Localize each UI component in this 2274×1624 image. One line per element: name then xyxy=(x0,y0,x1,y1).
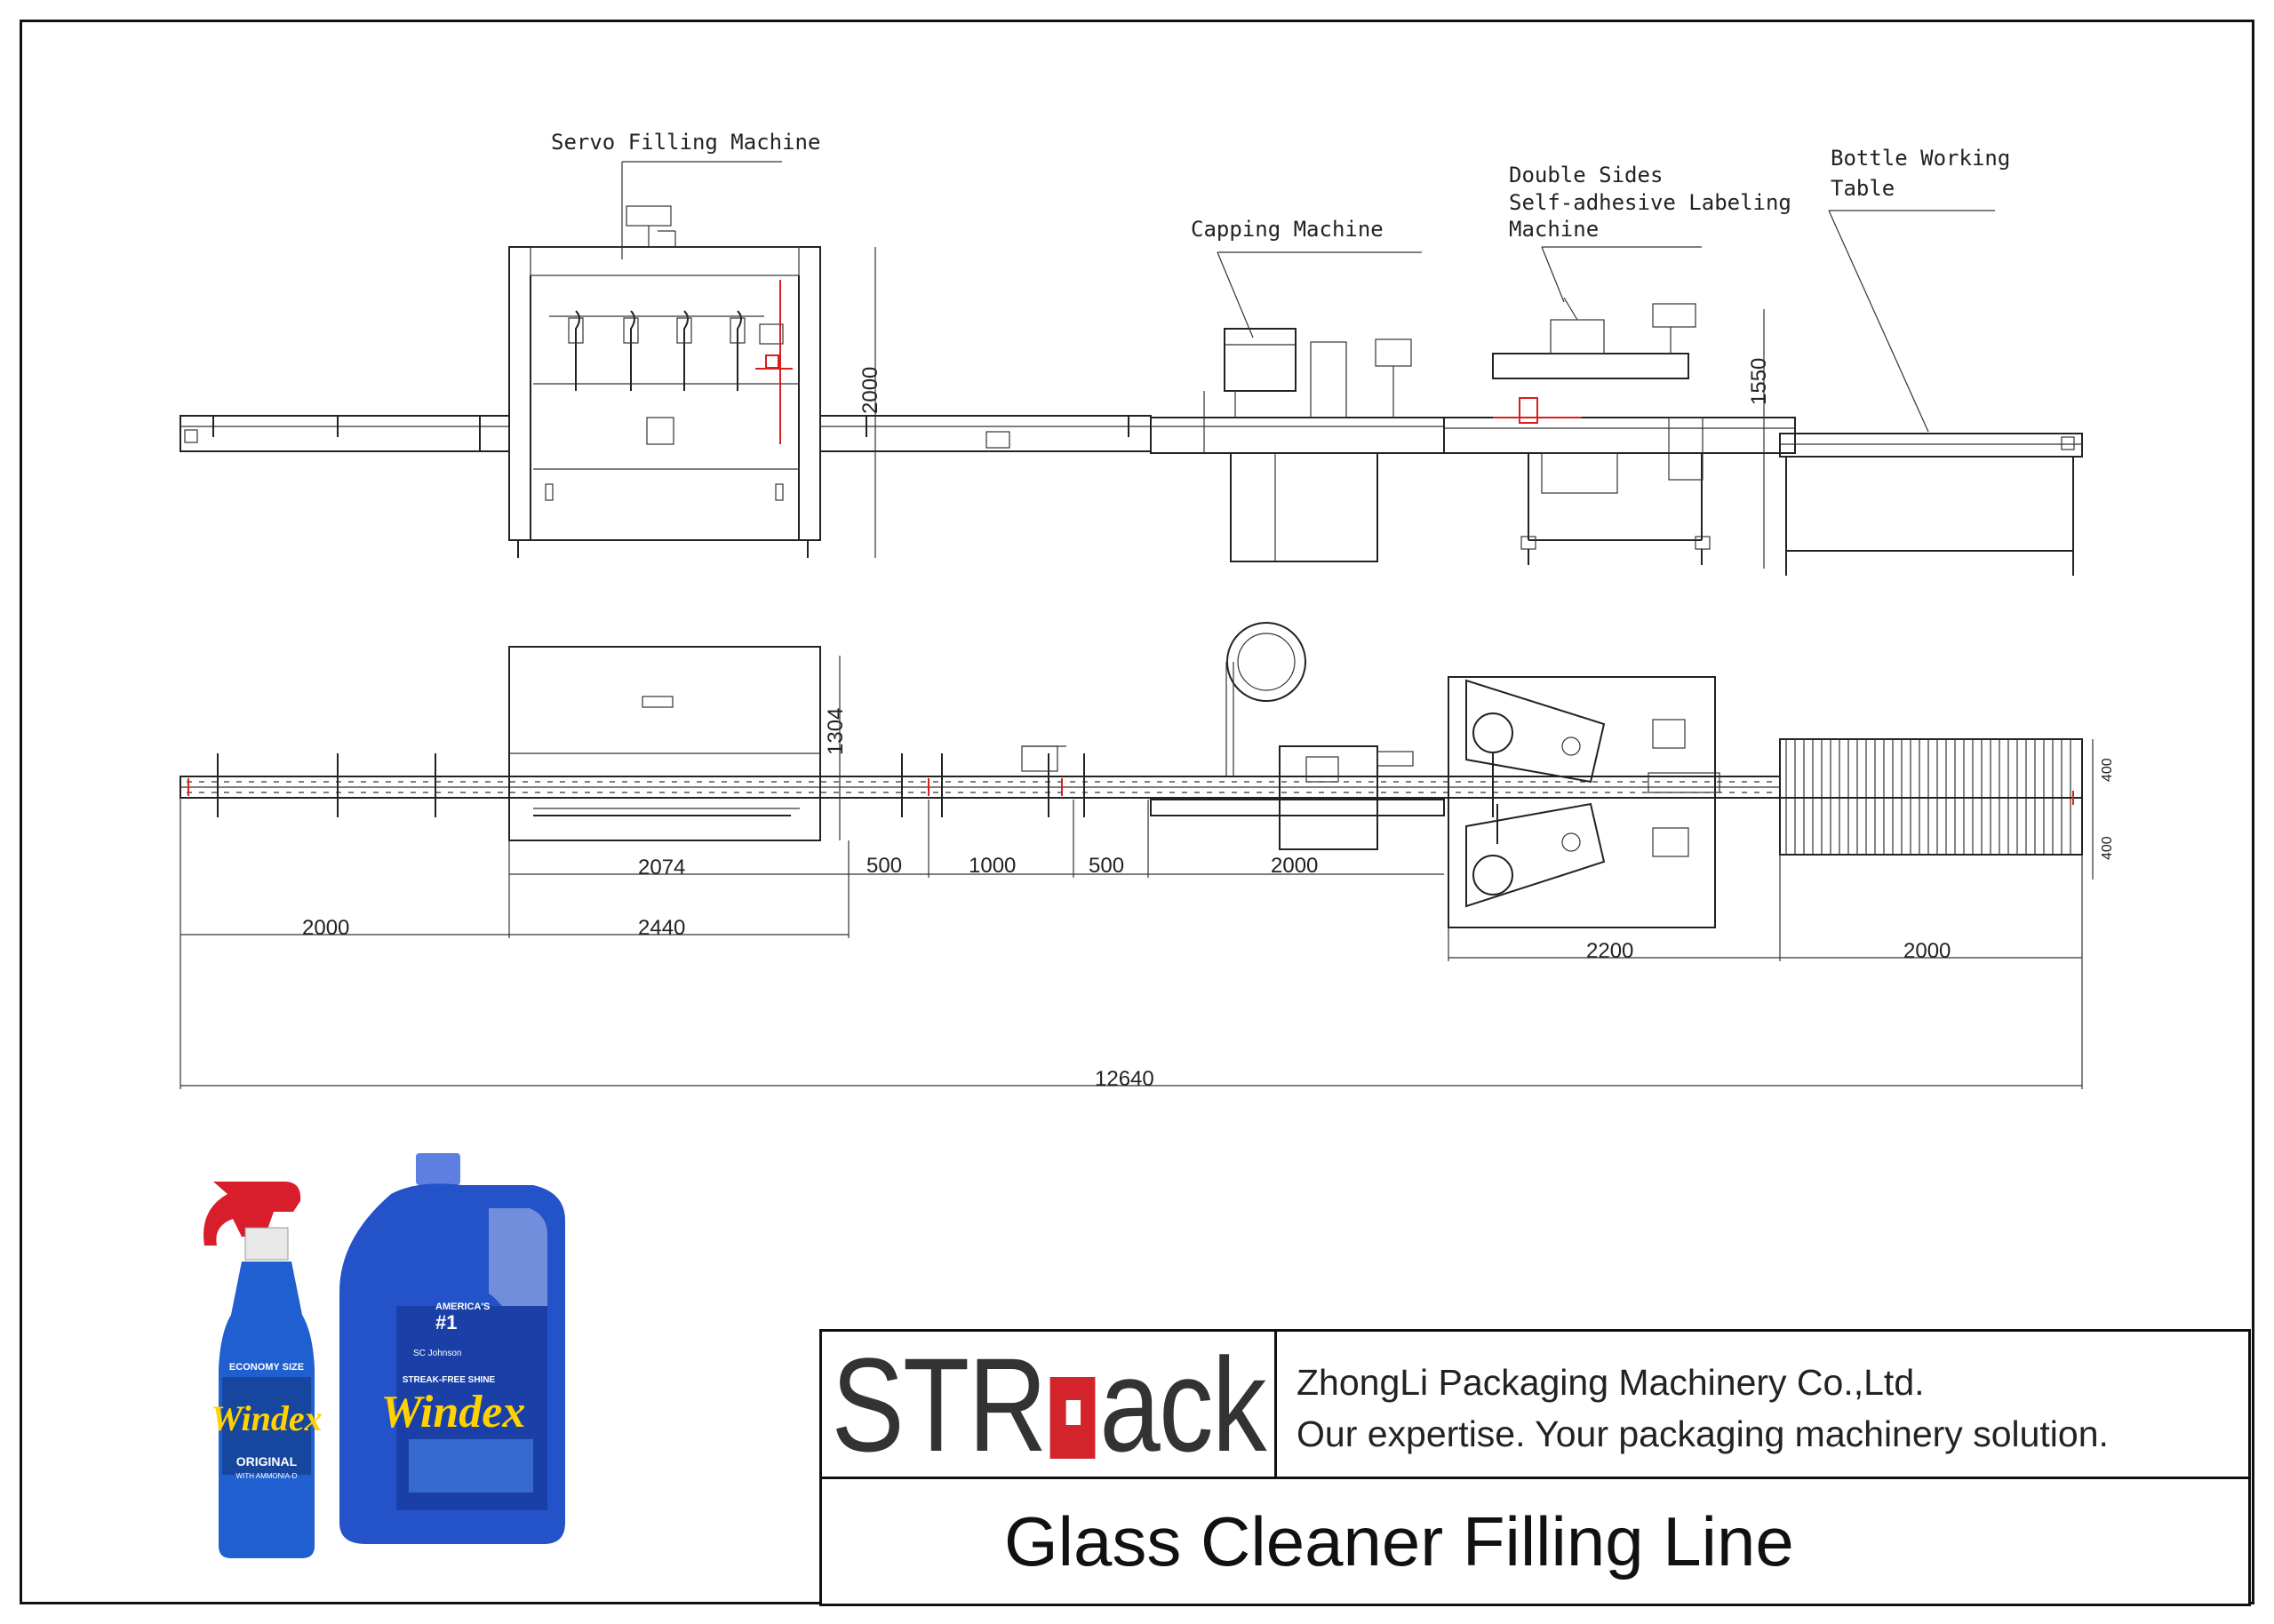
dim-table-width-b: 400 xyxy=(2100,836,2115,860)
spray-variant-sub: WITH AMMONIA-D xyxy=(236,1472,298,1480)
dim-labeler-length: 2200 xyxy=(1586,939,1633,963)
logo-p-mark xyxy=(1049,1376,1096,1459)
logo-part1: STR xyxy=(831,1329,1047,1479)
jug-tagline: STREAK-FREE SHINE xyxy=(403,1375,496,1385)
dim-filler-frame: 2074 xyxy=(638,856,685,880)
infeed-conveyor xyxy=(180,415,510,452)
working-table-slats xyxy=(1779,738,2083,856)
dim-gap1: 500 xyxy=(866,854,902,878)
label-working-table-1: Bottle Working xyxy=(1831,146,2010,171)
label-labeling-3: Machine xyxy=(1509,217,1599,242)
windex-jug: AMERICA'S #1 SC Johnson STREAK-FREE SHIN… xyxy=(339,1153,565,1544)
label-labeling-2: Self-adhesive Labeling xyxy=(1509,190,1791,215)
servo-filling-machine xyxy=(508,205,821,558)
spray-badge: ECONOMY SIZE xyxy=(229,1362,304,1373)
company-name: ZhongLi Packaging Machinery Co.,Ltd. xyxy=(1297,1362,1925,1403)
dim-filler-height: 2000 xyxy=(858,367,882,414)
company-logo: STR ack xyxy=(822,1332,1277,1479)
logo-part2: ack xyxy=(1099,1329,1266,1479)
jug-claim2: #1 xyxy=(435,1311,457,1333)
conveyor-stands xyxy=(217,753,1498,844)
plan-view: 1304 400 400 xyxy=(180,622,2115,1091)
capping-machine xyxy=(1150,328,1445,562)
dim-gap3: 500 xyxy=(1089,854,1124,878)
dim-labeler-height: 1550 xyxy=(1747,358,1771,405)
dim-filler-total: 2440 xyxy=(638,916,685,940)
label-working-table-2: Table xyxy=(1831,176,1895,201)
dim-filler-depth: 1304 xyxy=(824,708,848,755)
title-block: STR ack ZhongLi Packaging Machinery Co.,L… xyxy=(819,1329,2251,1606)
working-table xyxy=(1779,433,2083,576)
spray-bottle: ECONOMY SIZE Windex ORIGINAL WITH AMMONI… xyxy=(203,1182,323,1558)
spray-variant: ORIGINAL xyxy=(236,1454,298,1469)
dim-table-length: 2000 xyxy=(1903,939,1951,963)
company-slogan: Our expertise. Your packaging machinery … xyxy=(1297,1413,2109,1454)
jug-maker: SC Johnson xyxy=(413,1349,461,1358)
dim-infeed: 2000 xyxy=(302,916,349,940)
product-illustration: ECONOMY SIZE Windex ORIGINAL WITH AMMONI… xyxy=(203,1153,565,1558)
mid-conveyor xyxy=(819,415,1152,452)
labeling-machine xyxy=(1443,297,1796,565)
dim-capper-length: 2000 xyxy=(1271,854,1318,878)
jug-claim1: AMERICA'S xyxy=(435,1302,490,1312)
logo-text: STR ack xyxy=(831,1329,1266,1479)
label-servo-filling: Servo Filling Machine xyxy=(551,130,820,155)
label-labeling-1: Double Sides xyxy=(1509,163,1663,187)
dim-table-width-a: 400 xyxy=(2100,758,2115,782)
spray-brand: Windex xyxy=(211,1398,322,1438)
dim-overall-length: 12640 xyxy=(1095,1067,1154,1091)
label-capping: Capping Machine xyxy=(1191,217,1384,242)
drawing-title: Glass Cleaner Filling Line xyxy=(1004,1501,1794,1580)
jug-brand: Windex xyxy=(381,1387,526,1437)
elevation-view: 2000 1550 xyxy=(180,161,2083,576)
company-info: ZhongLi Packaging Machinery Co.,Ltd. Our… xyxy=(1277,1332,2248,1479)
dim-gap2: 1000 xyxy=(969,854,1016,878)
